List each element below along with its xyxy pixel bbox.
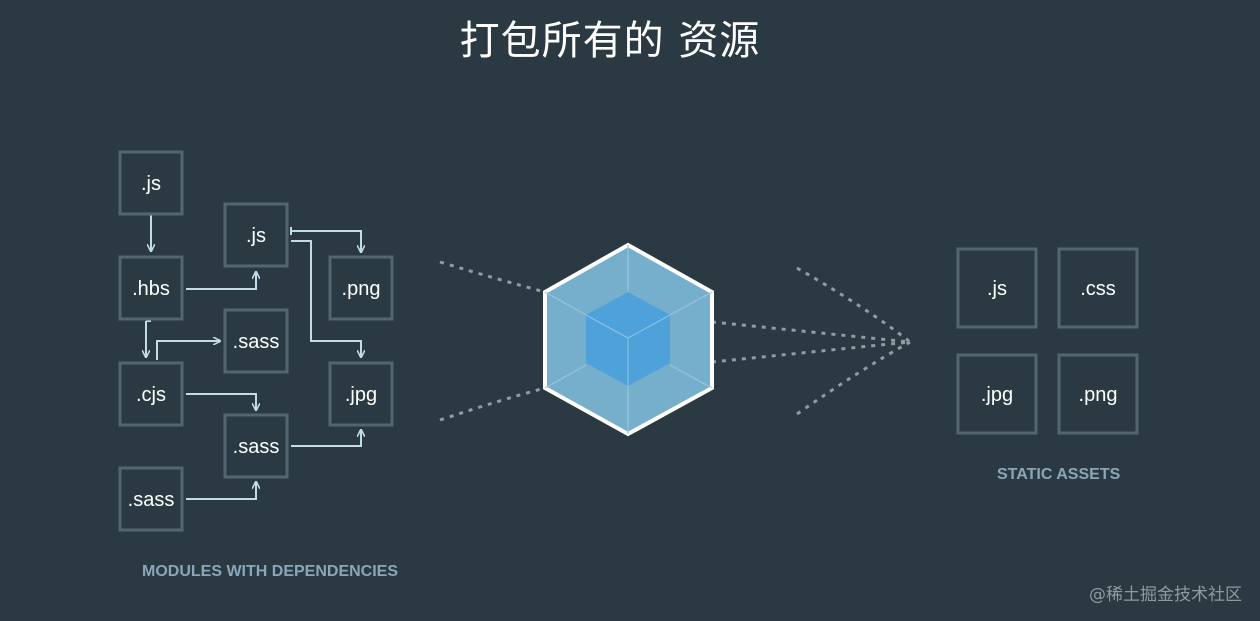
module-js-1: .js bbox=[118, 150, 184, 216]
flow-out-lower-curve bbox=[796, 340, 911, 416]
connector-cjs-sass1 bbox=[156, 341, 220, 360]
svg-text:.cjs: .cjs bbox=[136, 384, 166, 406]
svg-text:.hbs: .hbs bbox=[132, 278, 170, 300]
connector-hbs-js2 bbox=[186, 272, 256, 290]
svg-text:.jpg: .jpg bbox=[345, 384, 377, 406]
module-cjs: .cjs bbox=[118, 361, 184, 427]
svg-text:.png: .png bbox=[342, 278, 381, 300]
svg-text:.js: .js bbox=[246, 225, 266, 247]
connector-sass3-sass2 bbox=[186, 482, 256, 500]
module-sass-1: .sass bbox=[223, 308, 289, 374]
svg-text:.sass: .sass bbox=[128, 489, 175, 511]
flow-in-top bbox=[439, 260, 546, 294]
svg-text:.js: .js bbox=[987, 278, 1007, 300]
connector-js2-jpg bbox=[291, 240, 361, 357]
svg-text:.sass: .sass bbox=[233, 331, 280, 353]
modules-caption: MODULES WITH DEPENDENCIES bbox=[142, 563, 399, 580]
flow-in-bottom bbox=[439, 386, 546, 422]
svg-text:.js: .js bbox=[141, 173, 161, 195]
flow-out-upper-curve bbox=[796, 266, 911, 344]
svg-text:.png: .png bbox=[1079, 384, 1118, 406]
asset-css: .css bbox=[1057, 247, 1139, 329]
svg-text:.css: .css bbox=[1080, 278, 1116, 300]
connector-cjs-sass2 bbox=[186, 393, 256, 410]
module-sass-3: .sass bbox=[118, 466, 184, 532]
module-png: .png bbox=[328, 255, 394, 321]
module-js-2: .js bbox=[223, 202, 289, 268]
flow-lines bbox=[439, 260, 911, 422]
svg-text:.sass: .sass bbox=[233, 436, 280, 458]
connector-js2-png bbox=[291, 230, 361, 252]
asset-js: .js bbox=[956, 247, 1038, 329]
flow-out-bottom bbox=[711, 340, 911, 364]
asset-png: .png bbox=[1057, 353, 1139, 435]
dependency-connectors bbox=[146, 215, 361, 500]
asset-jpg: .jpg bbox=[956, 353, 1038, 435]
page-title: 打包所有的 资源 bbox=[459, 18, 761, 64]
flow-out-top bbox=[711, 320, 911, 344]
webpack-cube-icon bbox=[543, 242, 714, 437]
module-hbs: .hbs bbox=[118, 255, 184, 321]
connector-sass2-jpg bbox=[291, 430, 361, 447]
module-jpg: .jpg bbox=[328, 361, 394, 427]
module-sass-2: .sass bbox=[223, 413, 289, 479]
watermark: @稀土掘金技术社区 bbox=[1089, 585, 1242, 605]
svg-text:.jpg: .jpg bbox=[981, 384, 1013, 406]
assets-caption: STATIC ASSETS bbox=[997, 466, 1121, 483]
